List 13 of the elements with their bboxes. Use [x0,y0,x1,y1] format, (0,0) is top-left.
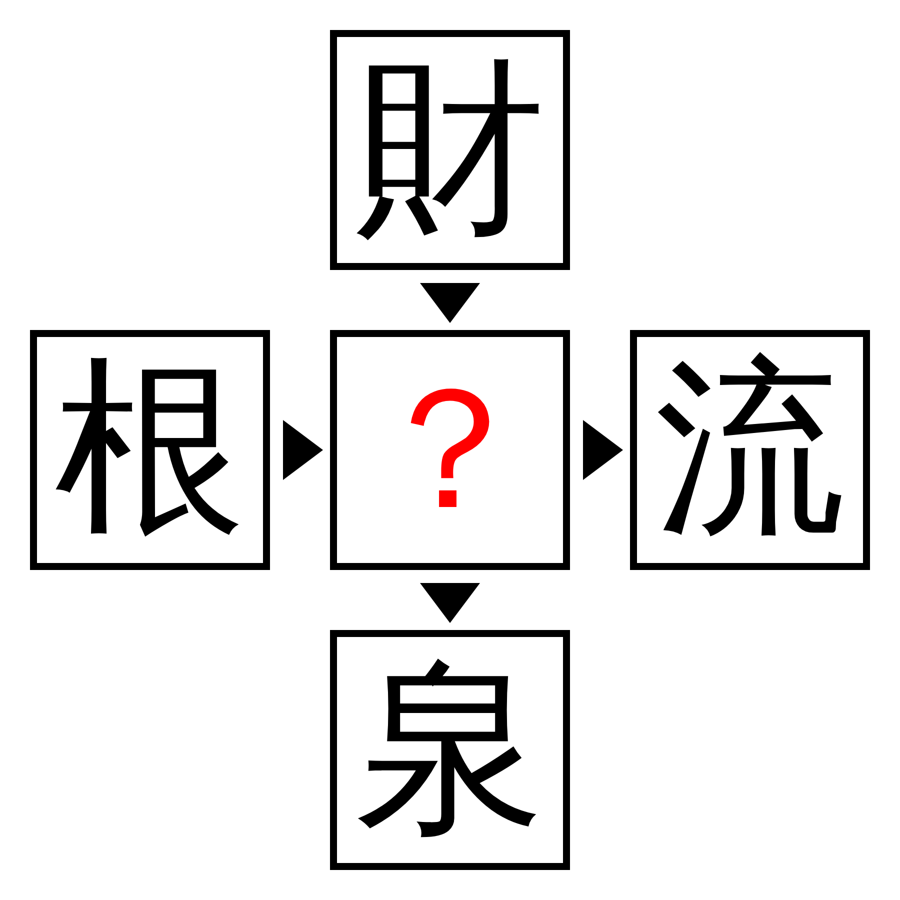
kanji: 根 [55,355,245,545]
kanji: 泉 [355,655,545,845]
character-tile [330,30,570,270]
character-tile [30,330,270,570]
kanji: 財 [355,55,545,245]
character-tile [330,630,570,870]
question-mark: ？ [365,365,535,535]
arrow [583,420,623,480]
character-tile [630,330,870,570]
character-tile [330,330,570,570]
arrow [283,420,323,480]
arrow [420,283,480,323]
arrow [420,583,480,623]
